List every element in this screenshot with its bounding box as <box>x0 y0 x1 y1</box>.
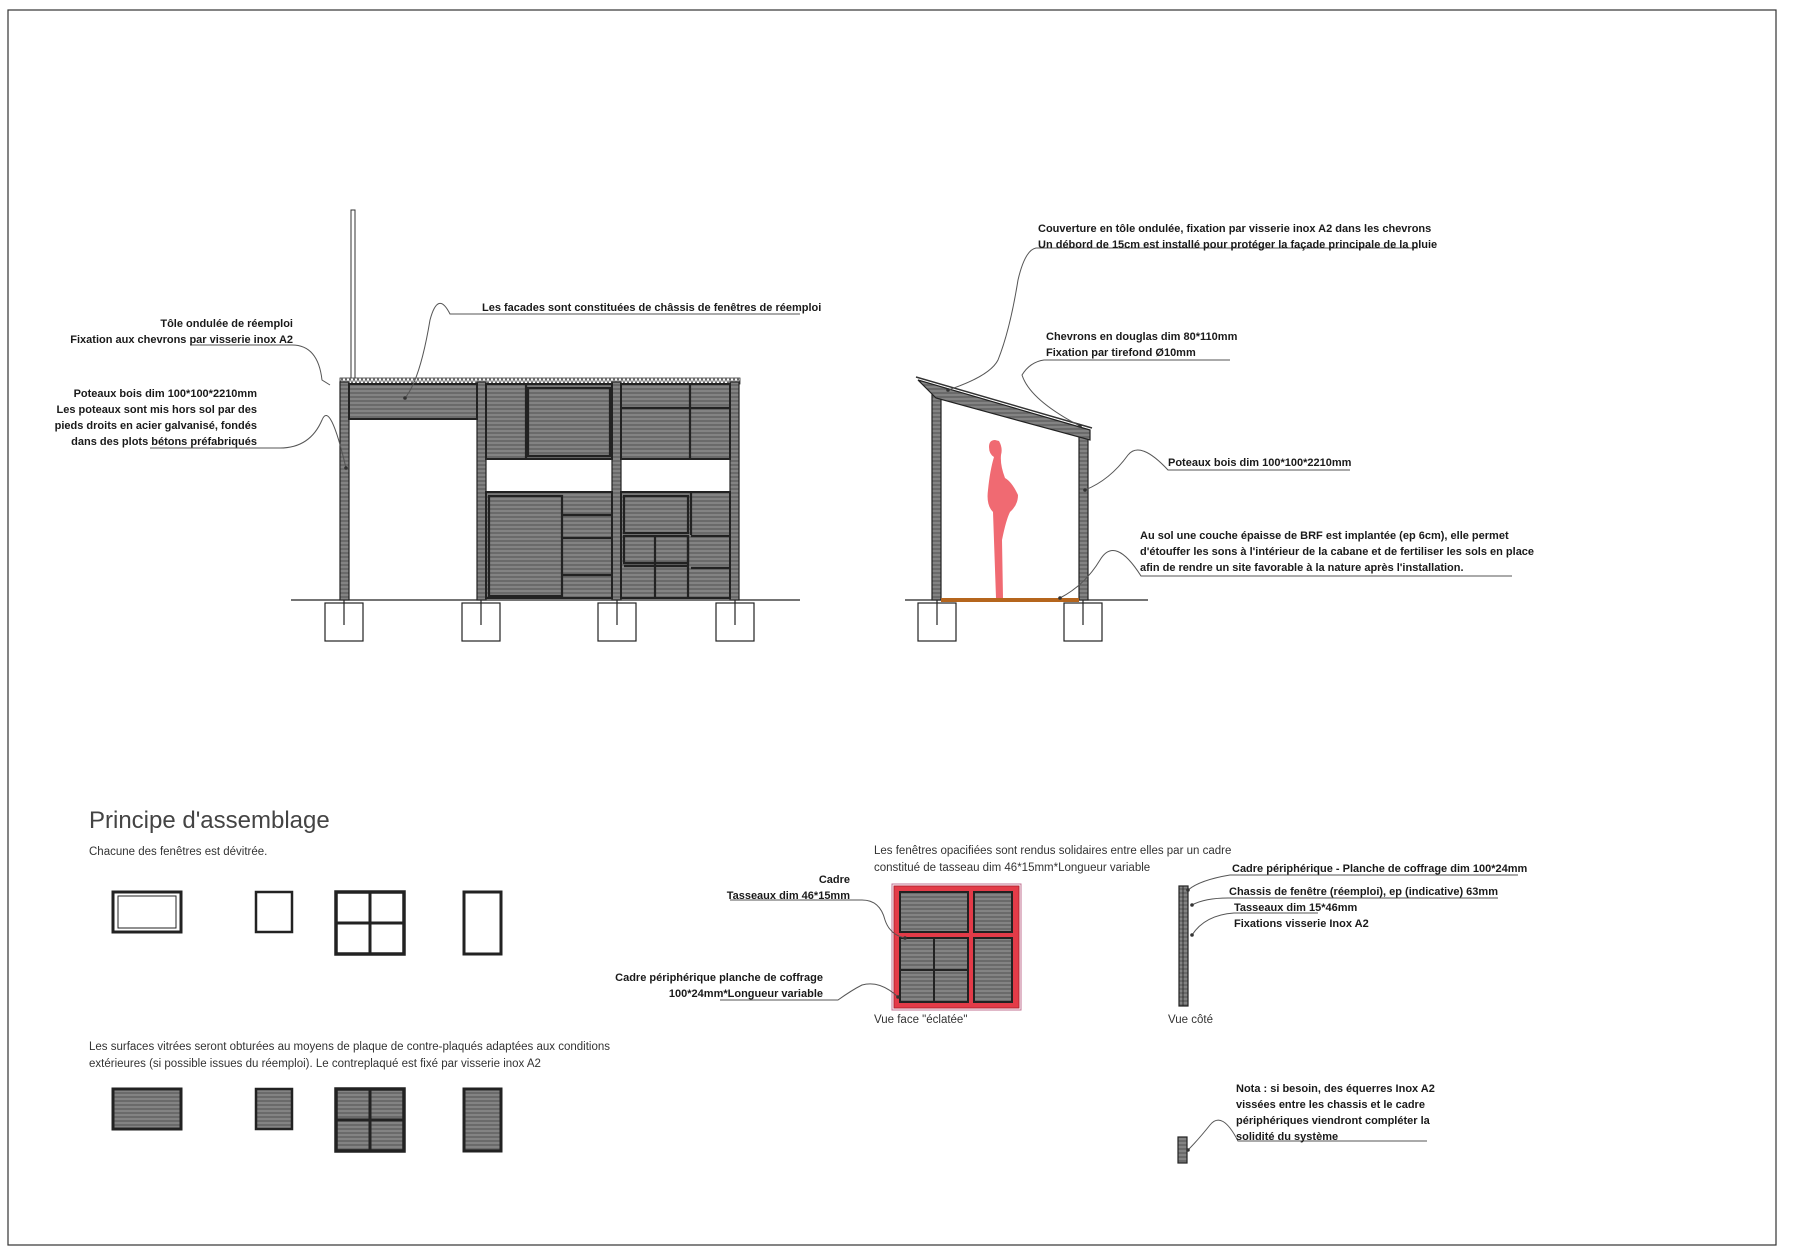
note-block: Nota : si besoin, des équerres Inox A2 v… <box>1177 1083 1435 1164</box>
label-posts-line3: pieds droits en acier galvanisé, fondés <box>55 420 257 432</box>
assembly-title: Principe d'assemblage <box>89 807 330 834</box>
label-side-perimeter: Cadre périphérique - Planche de coffrage… <box>1232 863 1527 875</box>
label-perimeter-line1: Cadre périphérique planche de coffrage <box>615 972 823 984</box>
note-line4: solidité du système <box>1236 1131 1338 1143</box>
note-detail-section <box>1177 1136 1188 1164</box>
note-line3: périphériques viendront compléter la <box>1236 1115 1431 1127</box>
label-brf-line2: d'étouffer les sons à l'intérieur de la … <box>1140 546 1534 558</box>
concrete-footings-front <box>324 602 755 642</box>
note-line2: vissées entre les chassis et le cadre <box>1236 1099 1425 1111</box>
front-elevation: Tôle ondulée de réemploi Fixation aux ch… <box>55 209 821 642</box>
assembly-step2-line2: extérieures (si possible issues du réemp… <box>89 1058 541 1070</box>
upper-panel-left <box>348 383 478 420</box>
side-elevation: Couverture en tôle ondulée, fixation par… <box>905 223 1534 642</box>
assembly-step2-line1: Les surfaces vitrées seront obturées au … <box>89 1041 610 1053</box>
label-frame-line1: Cadre <box>819 874 850 886</box>
label-posts-line2: Les poteaux sont mis hors sol par des <box>57 404 258 416</box>
side-detail-caption: Vue côté <box>1168 1014 1213 1026</box>
side-post-right <box>1078 431 1089 601</box>
assembly-step1: Chacune des fenêtres est dévitrée. <box>89 846 267 858</box>
label-brf-line3: afin de rendre un site favorable à la na… <box>1140 562 1464 574</box>
label-rafters-line1: Chevrons en douglas dim 80*110mm <box>1046 331 1238 343</box>
side-detail-view: Cadre périphérique - Planche de coffrage… <box>1168 863 1527 1026</box>
label-cover-line2: Un débord de 15cm est installé pour prot… <box>1038 239 1437 251</box>
sheet-border <box>7 9 1777 1246</box>
plywood-filled-frames <box>111 1087 503 1153</box>
label-frame-line2: Tasseaux dim 46*15mm <box>727 890 851 902</box>
label-roof-line2: Fixation aux chevrons par visserie inox … <box>70 334 293 346</box>
label-posts-line4: dans des plots bétons préfabriqués <box>71 436 257 448</box>
assembly-principle: Principe d'assemblage Chacune des fenêtr… <box>89 807 610 1153</box>
label-rafters-line2: Fixation par tirefond Ø10mm <box>1046 347 1196 359</box>
human-scale-figure <box>987 440 1018 598</box>
exploded-window-panels <box>899 891 1013 1003</box>
label-side-posts: Poteaux bois dim 100*100*2210mm <box>1168 457 1352 469</box>
stripped-window-frames <box>111 890 503 956</box>
label-cover-line1: Couverture en tôle ondulée, fixation par… <box>1038 223 1431 235</box>
label-side-chassis: Chassis de fenêtre (réemploi), ep (indic… <box>1229 886 1498 898</box>
note-line1: Nota : si besoin, des équerres Inox A2 <box>1236 1083 1435 1095</box>
window-panels-front <box>485 383 731 599</box>
label-posts-line1: Poteaux bois dim 100*100*2210mm <box>74 388 258 400</box>
exploded-face-view: Les fenêtres opacifiées sont rendus soli… <box>615 845 1231 1026</box>
label-facade: Les facades sont constituées de châssis … <box>482 302 821 314</box>
stove-pipe <box>350 209 356 383</box>
label-perimeter-line2: 100*24mm*Longueur variable <box>669 988 823 1000</box>
exploded-intro-line1: Les fenêtres opacifiées sont rendus soli… <box>874 845 1231 857</box>
concrete-footings-side <box>917 602 1103 642</box>
side-post-left <box>931 387 942 601</box>
exploded-intro-line2: constitué de tasseau dim 46*15mm*Longueu… <box>874 862 1150 874</box>
side-detail-section <box>1178 885 1189 1007</box>
label-brf-line1: Au sol une couche épaisse de BRF est imp… <box>1140 530 1509 542</box>
rafter <box>917 379 1091 441</box>
label-side-battens-line1: Tasseaux dim 15*46mm <box>1234 902 1358 914</box>
label-roof-line1: Tôle ondulée de réemploi <box>160 318 293 330</box>
label-side-battens-line2: Fixations visserie Inox A2 <box>1234 918 1369 930</box>
brf-soil-layer <box>941 598 1079 602</box>
exploded-caption: Vue face "éclatée" <box>874 1014 967 1026</box>
